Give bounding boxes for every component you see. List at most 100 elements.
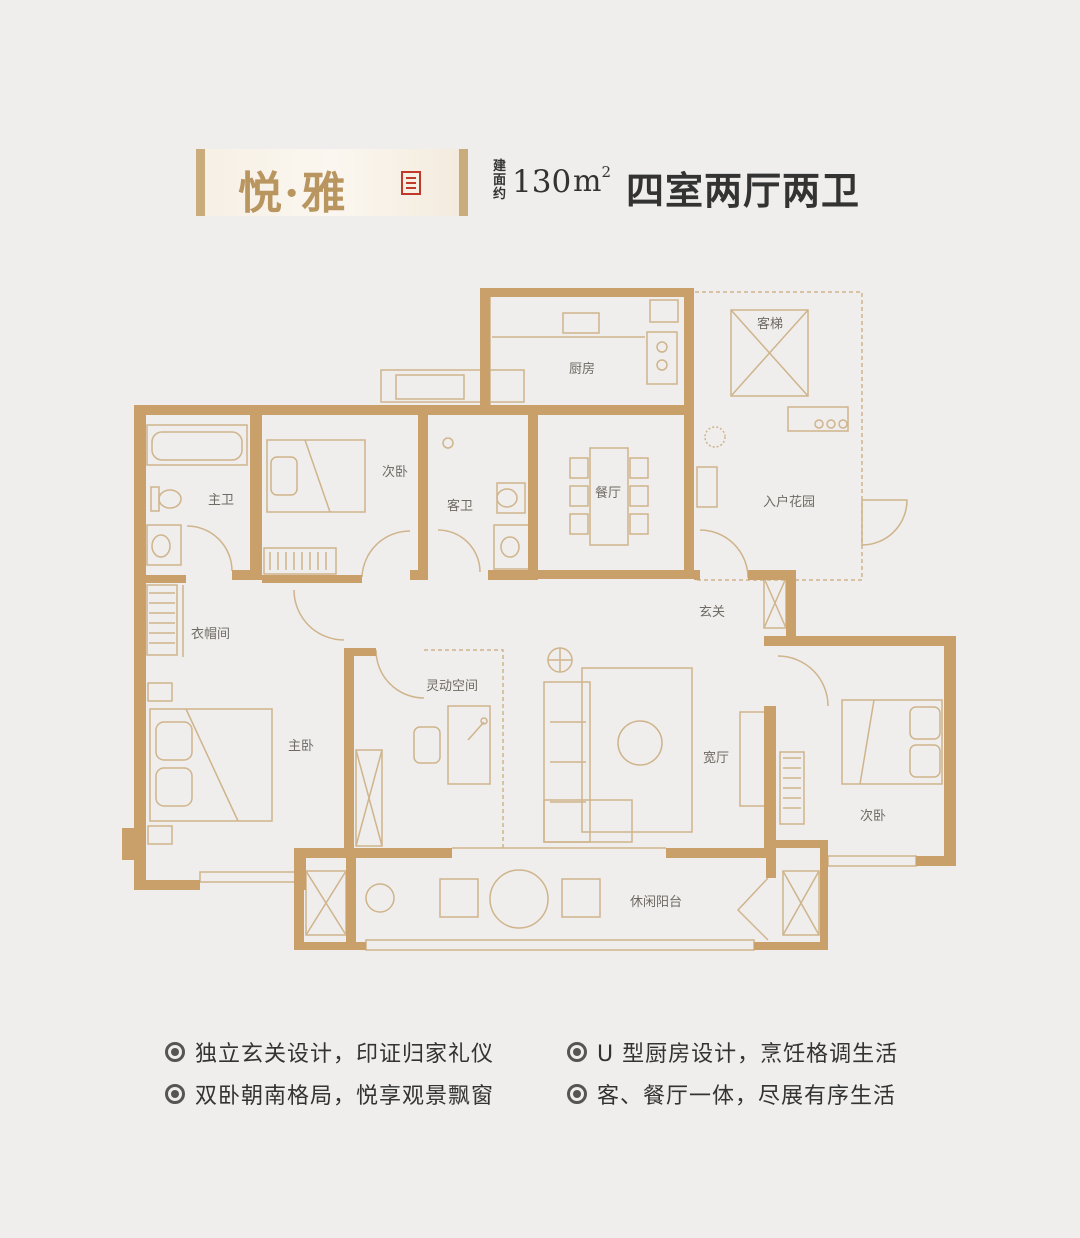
plan-name: 悦·雅 [238,168,348,219]
garden-boundary [695,291,863,581]
desk-icon [447,705,491,785]
flex-door-swing [375,649,425,699]
room-label-master-bedroom: 主卧 [288,739,314,754]
burner-icon [656,359,668,371]
chair-icon [569,513,589,535]
pillow-icon [909,744,941,778]
window-sill [827,855,917,867]
garden-door-swing [861,499,908,546]
desk-chair-icon [413,726,441,764]
kitchen-sink-icon [562,312,600,334]
pillow-icon [155,767,193,807]
room-label-balcony: 休闲阳台 [630,895,682,910]
sofa-chaise-icon [543,799,633,843]
shoe-cabinet [696,466,718,508]
hangers-icon [269,552,327,570]
feature-item: 双卧朝南格局，悦享观景飘窗 [165,1078,494,1110]
bed-sheet-line [185,708,239,822]
bullet-icon [567,1084,587,1104]
pillow-icon [909,706,941,740]
floor-drain-icon [442,437,454,449]
plan-title-banner: 悦·雅 [196,149,468,219]
entry-door-swing [699,529,749,579]
dining-table-icon [589,447,629,546]
balcony-table-icon [489,869,549,929]
balcony-chair-icon [439,878,479,918]
toilet-bowl-icon [158,489,182,509]
chair-icon [629,513,649,535]
balcony-cabinet-icon [782,870,820,936]
layout-description: 四室两厅两卫 [626,168,861,213]
room-label-walk-in-closet: 衣帽间 [191,626,230,642]
basin-bowl-icon [151,534,171,558]
window-pane-icon [395,374,465,400]
basin-guest-icon [493,524,530,570]
banner-right-bar [459,149,468,216]
rug-icon [581,667,693,833]
pillow-icon [155,721,193,761]
flex-cabinet-icon [355,749,383,847]
room-label-entry-garden: 入户花园 [763,494,815,510]
balcony-railing [365,939,755,951]
wardrobe-south-icon [779,751,805,825]
toilet-bowl-icon [496,488,518,508]
guest-bath-door-swing [437,529,481,573]
balcony-door-swing [736,877,769,941]
basin-bowl-icon [500,536,520,558]
washing-machine-icon [365,883,395,913]
nightstand-icon [147,682,173,702]
flower-icon [814,419,824,429]
sofa-cushions [550,721,586,803]
basin-icon [146,524,182,566]
master-bed-icon [149,708,273,822]
nightstand-icon [147,825,173,845]
feature-item: U 型厨房设计，烹饪格调生活 [567,1036,898,1068]
hangers-icon [783,757,801,809]
balcony-chair-icon [561,878,601,918]
room-label-kitchen: 厨房 [569,361,595,377]
bed-sheet-line [304,439,331,513]
stove-icon [646,331,678,385]
banner-left-bar [196,149,205,216]
tv-cabinet-icon [739,711,767,807]
bullet-icon [165,1042,185,1062]
desk-lamp-icon [467,721,485,741]
feature-item: 独立玄关设计，印证归家礼仪 [165,1036,494,1068]
cabinet-cross [305,870,347,936]
bullet-icon [165,1084,185,1104]
window-box [380,369,525,403]
planter-icon [787,406,849,432]
bed-north-icon [266,439,366,513]
area-unit: m2 [573,163,611,199]
toilet-guest-icon [496,482,526,514]
area-prefix: 建面约 [493,159,507,202]
pillow-icon [270,456,298,496]
plant-icon [704,426,726,448]
fridge-icon [649,299,679,323]
cabinet-cross [355,749,383,847]
desk-lamp-head-icon [480,717,488,725]
room-label-master-bath: 主卫 [208,493,234,508]
bed-south-icon [841,699,943,785]
flower-icon [826,419,836,429]
room-label-elevator: 客梯 [757,316,783,332]
bed-sheet-line [859,699,875,785]
bath-door-swing [186,525,233,572]
room-label-flex-space: 灵动空间 [426,679,478,694]
room-label-second-bedroom-south: 次卧 [860,808,886,824]
window-sill [199,871,297,883]
flex-boundary [424,649,504,848]
seal-stamp-icon [401,171,421,195]
chair-icon [629,457,649,479]
fan-blades-icon [548,648,572,672]
room-label-second-bedroom-north: 次卧 [382,464,408,480]
toilet-tank-icon [150,486,160,512]
bathtub-icon [146,424,248,466]
bedroom-door-swing [361,530,411,578]
feature-item: 客、餐厅一体，尽展有序生活 [567,1078,896,1110]
chair-icon [569,485,589,507]
chair-icon [569,457,589,479]
flower-icon [838,419,848,429]
hangers-icon [149,592,175,644]
cabinet-cross [763,577,787,629]
